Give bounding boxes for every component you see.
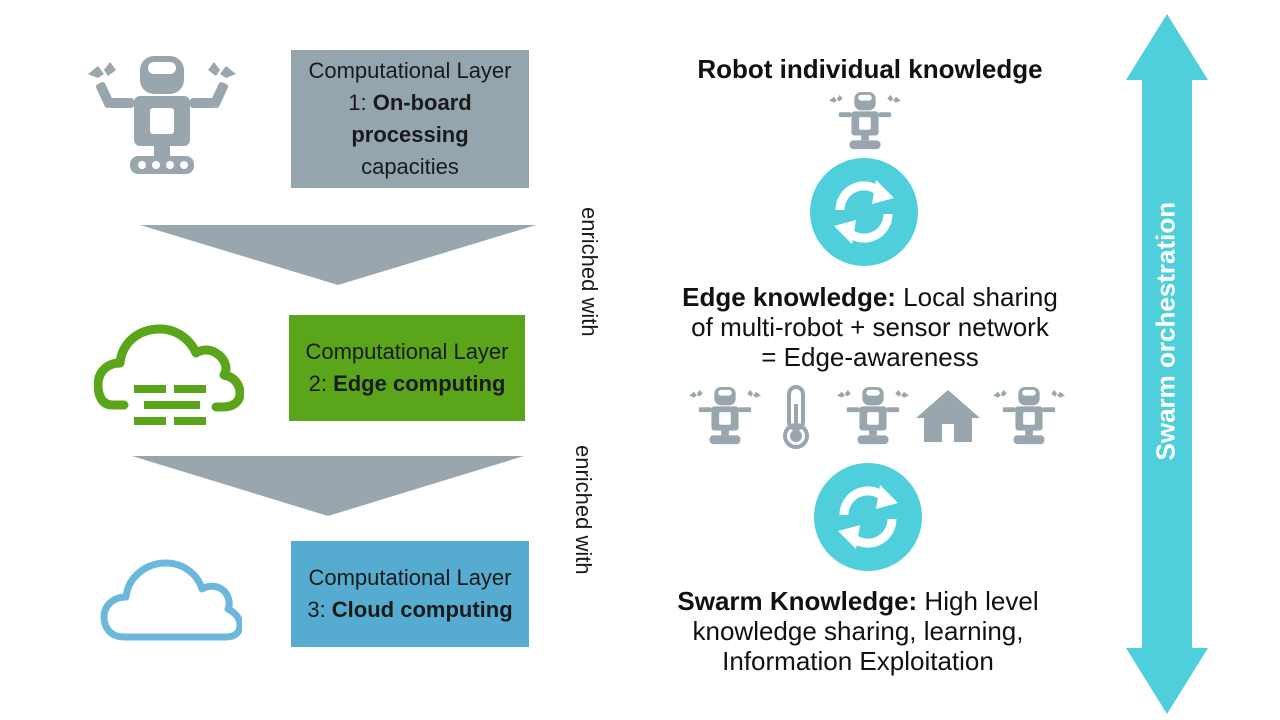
robot-icon-left	[689, 386, 761, 445]
edge-cloud-icon	[94, 324, 244, 425]
enriched-with-label-1: enriched with	[577, 207, 602, 337]
robot-icon	[88, 56, 236, 174]
layer-1-box: Computational Layer 1: On-board processi…	[291, 50, 529, 188]
swarm-knowledge-text: Swarm Knowledge: High level knowledge sh…	[677, 586, 1039, 676]
down-triangle-connector-2	[132, 456, 524, 516]
layer-3-box: Computational Layer 3: Cloud computing	[291, 541, 529, 647]
robot-icon-right	[993, 386, 1065, 445]
enriched-with-label-2: enriched with	[571, 445, 596, 575]
edge-knowledge-text: Edge knowledge: Local sharing of multi-r…	[682, 282, 1058, 372]
small-robot-icon	[829, 91, 901, 150]
sync-icon-2	[814, 463, 922, 571]
thermometer-icon	[783, 385, 809, 449]
swarm-orchestration-arrow	[1126, 14, 1208, 714]
layer-2-box: Computational Layer 2: Edge computing	[289, 315, 525, 421]
layer-3-text: Computational Layer 3: Cloud computing	[307, 565, 513, 622]
sync-icon-1	[810, 158, 918, 266]
layer-1-text: Computational Layer 1: On-board processi…	[308, 58, 512, 179]
down-triangle-connector-1	[140, 225, 536, 285]
robot-knowledge-title: Robot individual knowledge	[697, 54, 1043, 84]
cloud-icon	[100, 559, 242, 641]
layer-2-text: Computational Layer 2: Edge computing	[305, 339, 509, 396]
swarm-orchestration-label: Swarm orchestration	[1150, 201, 1181, 461]
robot-icon-center	[837, 386, 909, 445]
house-icon	[916, 390, 980, 442]
